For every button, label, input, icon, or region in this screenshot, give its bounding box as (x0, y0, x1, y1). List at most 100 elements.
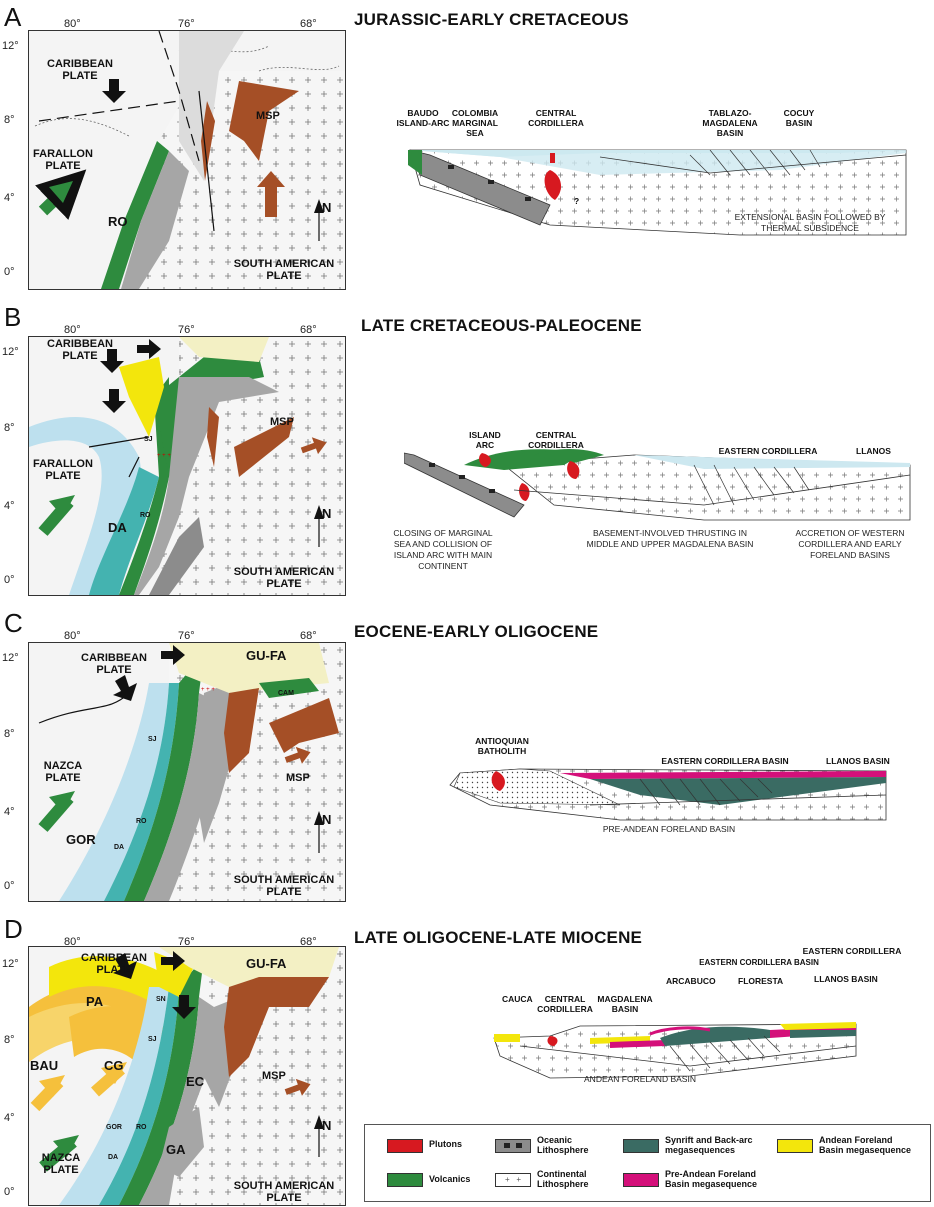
legend-swatch-oceanic (495, 1139, 531, 1153)
panel-b-note-1: CLOSING OF MARGINAL SEA AND COLLISION OF… (393, 528, 493, 571)
panel-c-lat-8: 8° (4, 728, 15, 740)
panel-d-floresta-label: FLORESTA (738, 976, 784, 986)
panel-d-map-svg (29, 947, 345, 1205)
panel-a-map (28, 30, 346, 290)
panel-a-central-label: CENTRAL CORDILLERA (528, 108, 584, 128)
panel-d-bau-label: BAU (30, 1058, 59, 1073)
legend-swatch-continental: + + (495, 1173, 531, 1187)
panel-d-lat-8: 8° (4, 1034, 15, 1046)
panel-d-letter: D (4, 914, 23, 944)
panel-a-msp-label: MSP (256, 110, 280, 122)
panel-d-central-label: CENTRAL CORDILLERA (537, 994, 593, 1014)
panel-d-eastern-basin-label: EASTERN CORDILLERA BASIN (699, 958, 819, 967)
panel-b-eastern-label: EASTERN CORDILLERA (718, 446, 818, 456)
panel-a-south-american-plate: SOUTH AMERICAN PLATE (233, 258, 335, 282)
panel-d-note: ANDEAN FORELAND BASIN (584, 1074, 696, 1084)
panel-d-title: LATE OLIGOCENE-LATE MIOCENE (354, 928, 643, 947)
panel-d-llanos-label: LLANOS BASIN (814, 974, 878, 984)
legend-label-continental: Continental Lithosphere (537, 1169, 589, 1189)
svg-text:+ + +: + + + (201, 687, 215, 693)
panel-d-gufa-label: GU-FA (246, 956, 287, 971)
panel-a-map-svg (34, 31, 345, 289)
legend-swatch-andean (777, 1139, 813, 1153)
panel-b-lat-8: 8° (4, 422, 15, 434)
panel-b-south-american-plate: SOUTH AMERICAN PLATE (233, 566, 335, 590)
legend-label-volcanics: Volcanics (429, 1174, 471, 1184)
panel-c-lat-12: 12° (2, 652, 19, 664)
panel-a-note: EXTENSIONAL BASIN FOLLOWED BY THERMAL SU… (734, 212, 886, 233)
panel-c-caribbean-plate: CARIBBEAN PLATE (81, 652, 147, 676)
panel-c-eastern-label: EASTERN CORDILLERA BASIN (661, 756, 789, 766)
panel-b-section (404, 449, 911, 521)
panel-b-map: + + + (28, 336, 346, 596)
panel-a-letter: A (4, 2, 22, 32)
panel-c-lon-76: 76° (178, 630, 195, 642)
panel-d-section (493, 1022, 857, 1079)
panel-b-caribbean-plate: CARIBBEAN PLATE (47, 338, 113, 362)
panel-d-lon-76: 76° (178, 936, 195, 948)
panel-d-cg-label: CG (104, 1058, 124, 1073)
legend-label-preandean: Pre-Andean Foreland Basin megasequence (665, 1169, 758, 1189)
panel-d-caribbean-plate: CARIBBEAN PLATE (81, 952, 147, 976)
panel-c-msp-label: MSP (286, 772, 310, 784)
panel-d-lat-0: 0° (4, 1186, 15, 1198)
legend-swatch-plutons (387, 1139, 423, 1153)
panel-c-llanos-label: LLANOS BASIN (826, 756, 890, 766)
panel-a-caribbean-plate: CARIBBEAN PLATE (47, 58, 113, 82)
legend-label-oceanic: Oceanic Lithosphere (537, 1135, 589, 1155)
panel-d-ga-label: GA (166, 1142, 186, 1157)
panel-a-question: ? (574, 196, 580, 206)
panel-a-lon-80: 80° (64, 18, 81, 30)
legend-label-andean: Andean Foreland Basin megasequence (819, 1135, 912, 1155)
panel-c-ro-label: RO (136, 818, 147, 825)
panel-c-da-label: DA (114, 844, 125, 851)
panel-b-ro-label: RO (140, 512, 151, 519)
panel-d-sn-label: SN (156, 996, 166, 1003)
panel-a-lat-4: 4° (4, 192, 15, 204)
panel-d-south-american-plate: SOUTH AMERICAN PLATE (233, 1180, 335, 1204)
legend-label-plutons: Plutons (429, 1139, 462, 1149)
panel-c-nazca-plate: NAZCA PLATE (43, 760, 83, 784)
panel-c-note: PRE-ANDEAN FORELAND BASIN (602, 824, 736, 834)
panel-a-lat-8: 8° (4, 114, 15, 126)
panel-c-gor-label: GOR (66, 832, 96, 847)
panel-c-section (449, 768, 887, 821)
panel-a-tablazo-label: TABLAZO- MAGDALENA BASIN (702, 108, 758, 138)
panel-d-ro-label: RO (136, 1124, 147, 1131)
panel-d-cauca-label: CAUCA (502, 994, 533, 1004)
panel-b-sj-label: SJ (144, 436, 153, 443)
panel-d-ec-label: EC (186, 1074, 205, 1089)
panel-b-lat-4: 4° (4, 500, 15, 512)
panel-b-lon-80: 80° (64, 324, 81, 336)
panel-b-msp-label: MSP (270, 416, 294, 428)
panel-c-lat-0: 0° (4, 880, 15, 892)
panel-a-baudo-label: BAUDO ISLAND-ARC (396, 108, 450, 128)
legend-label-synrift: Synrift and Back-arc megasequences (665, 1135, 753, 1155)
panel-b-lon-76: 76° (178, 324, 195, 336)
panel-d-map (28, 946, 346, 1206)
panel-b-lon-68: 68° (300, 324, 317, 336)
panel-c-map: + + + (28, 642, 346, 902)
panel-c-letter: C (4, 608, 23, 638)
panel-d-nazca-plate: NAZCA PLATE (41, 1152, 81, 1176)
panel-d-pa-label: PA (86, 994, 104, 1009)
panel-b-da-label: DA (108, 520, 127, 535)
panel-d-north: N (322, 1118, 332, 1133)
panel-b-note-2: BASEMENT-INVOLVED THRUSTING IN MIDDLE AN… (586, 528, 754, 549)
panel-c-south-american-plate: SOUTH AMERICAN PLATE (233, 874, 335, 898)
panel-d-msp-label: MSP (262, 1070, 286, 1082)
panel-c-antioquian-label: ANTIOQUIAN BATHOLITH (475, 736, 529, 756)
panel-b-island-arc-label: ISLAND ARC (469, 430, 501, 450)
panel-d-lon-80: 80° (64, 936, 81, 948)
panel-c-north: N (322, 812, 332, 827)
panel-a-north: N (322, 200, 332, 215)
panel-a-lat-0: 0° (4, 266, 15, 278)
panel-d-gor-label: GOR (106, 1124, 122, 1131)
panel-c-gufa-label: GU-FA (246, 648, 287, 663)
panel-d-arcabuco-label: ARCABUCO (666, 976, 716, 986)
panel-c-lat-4: 4° (4, 806, 15, 818)
panel-d-lat-12: 12° (2, 958, 19, 970)
panel-b-lat-0: 0° (4, 574, 15, 586)
svg-text:+ + +: + + + (157, 453, 171, 459)
panel-d-lon-68: 68° (300, 936, 317, 948)
